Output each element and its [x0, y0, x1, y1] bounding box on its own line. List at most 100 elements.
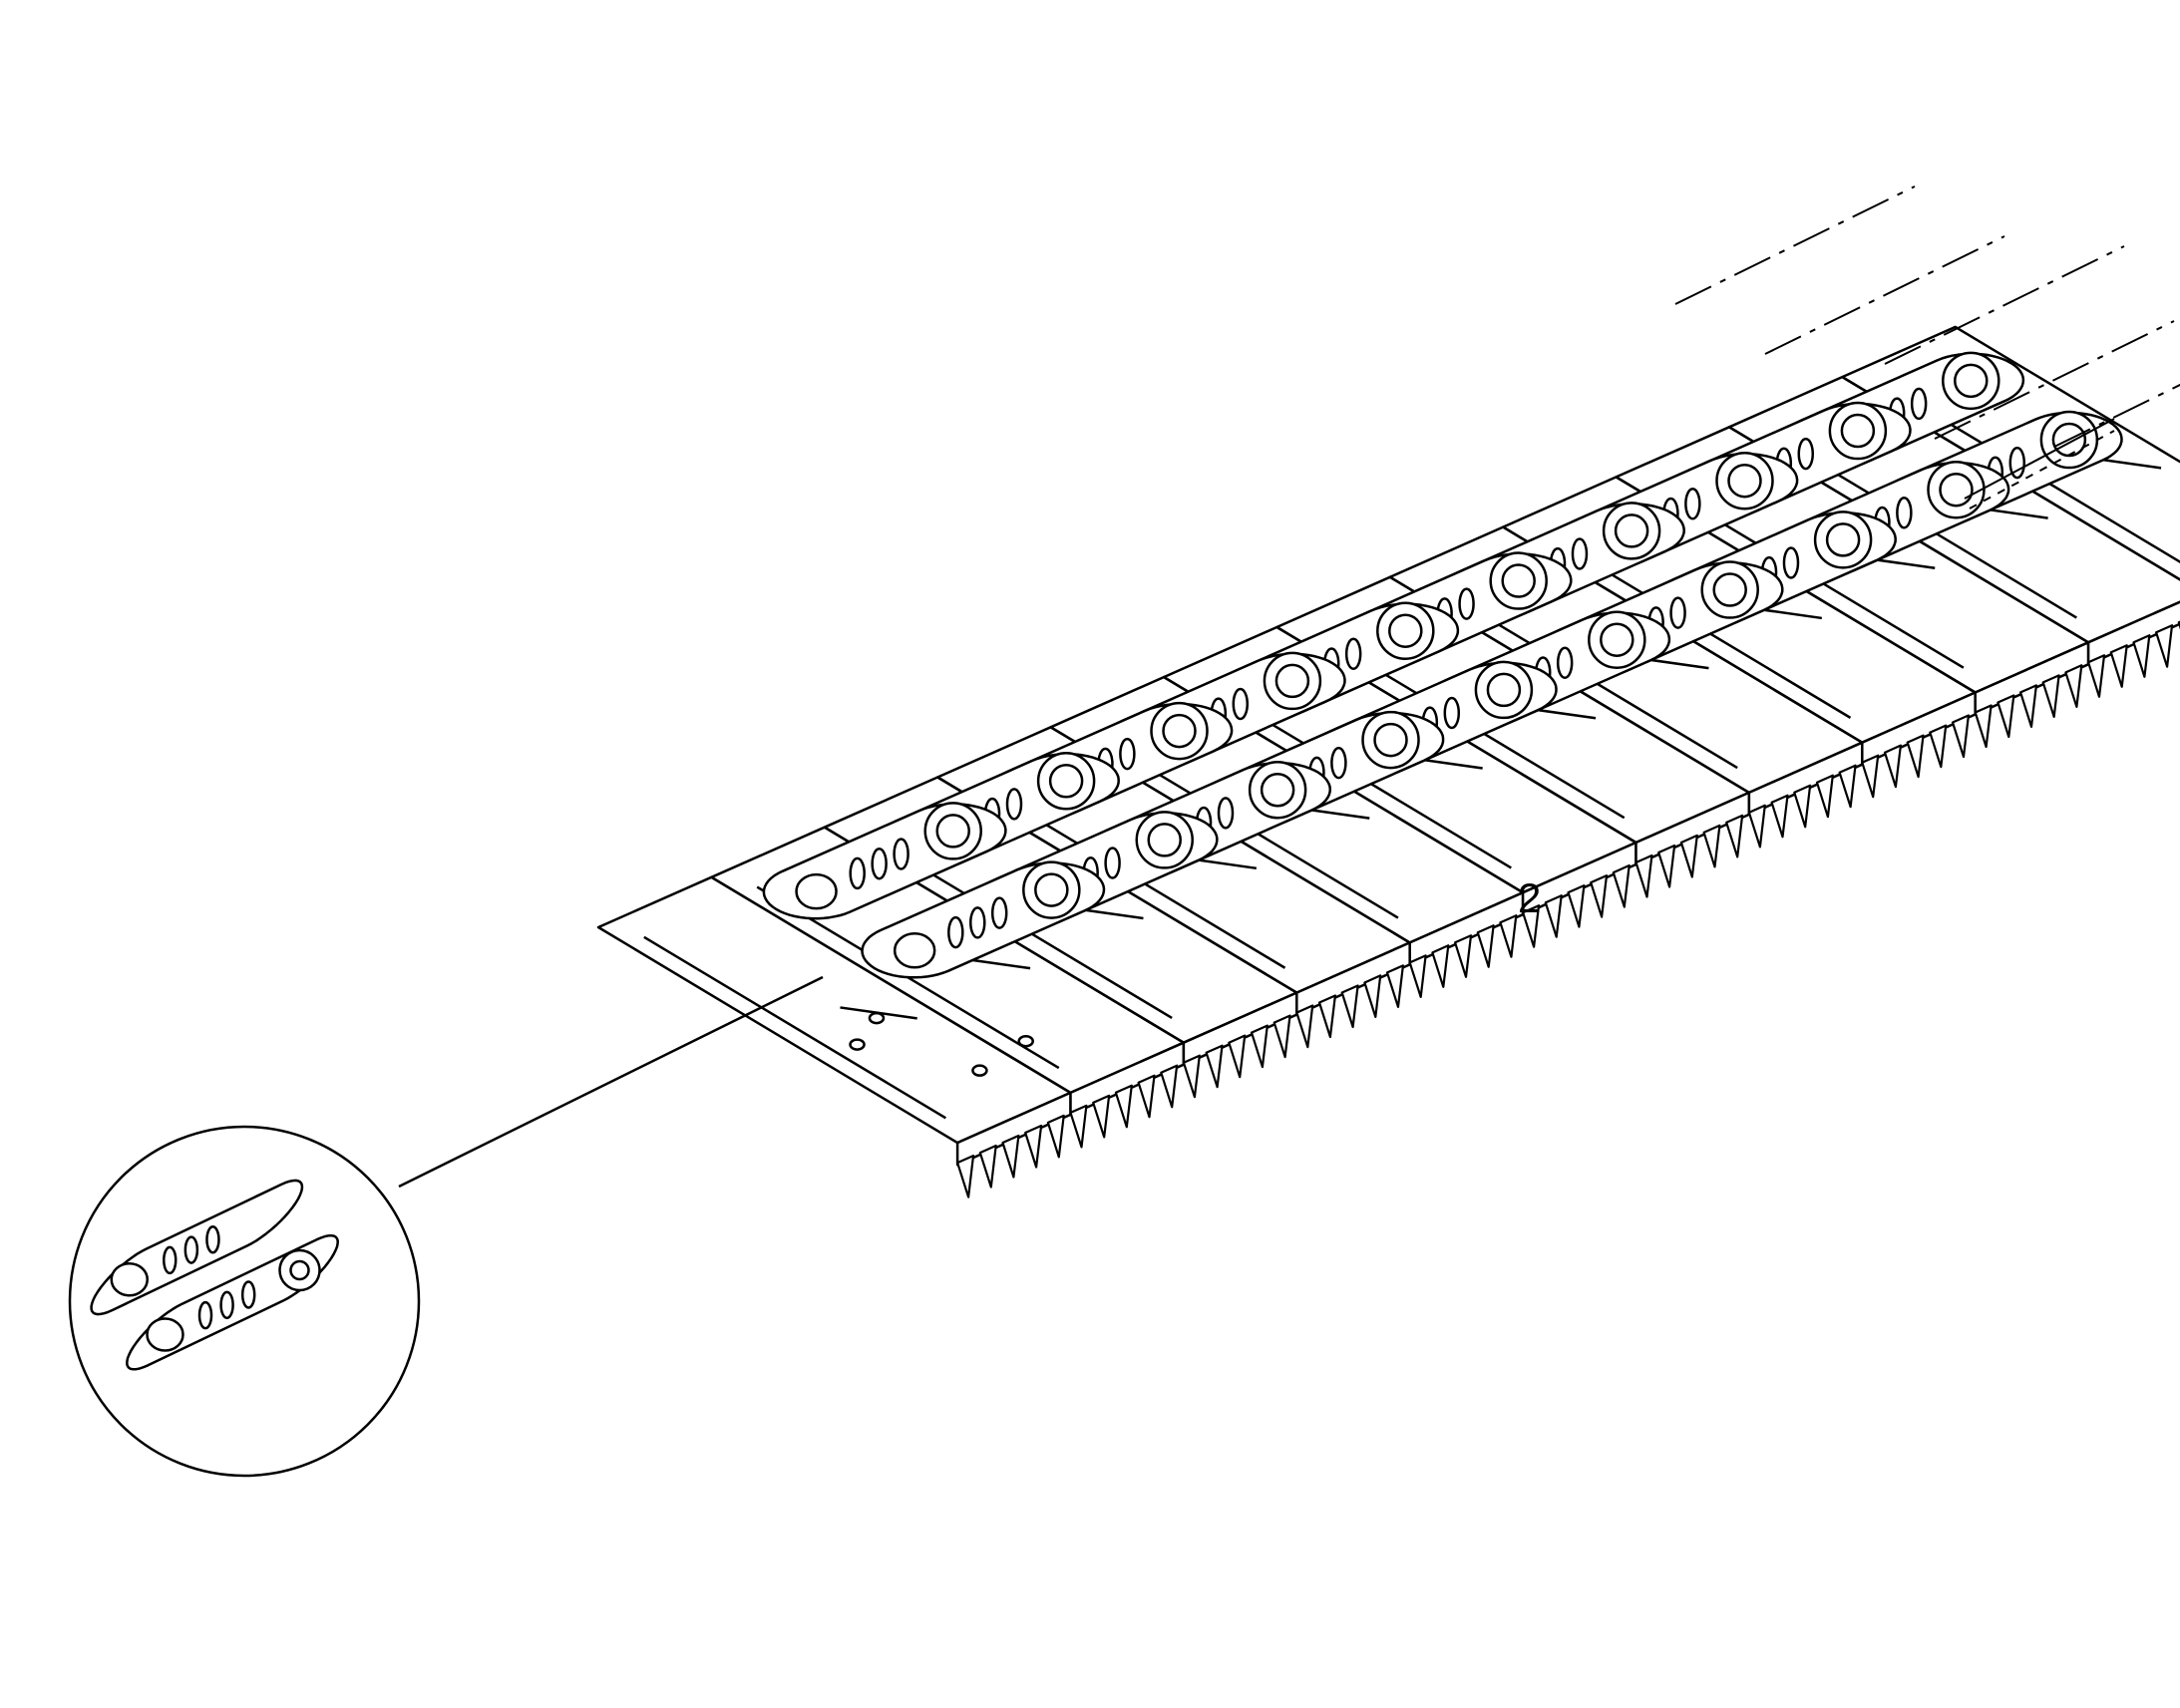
bolt-hole	[971, 1064, 988, 1077]
grouser-tooth	[2155, 624, 2174, 668]
grouser-tooth	[2087, 654, 2106, 698]
grouser-tooth	[1929, 724, 1948, 769]
link-window	[1684, 488, 1701, 520]
grouser-tooth	[2041, 674, 2060, 719]
link-window	[2008, 446, 2026, 480]
shoe-edge-extension	[1964, 418, 2115, 500]
grouser-tooth	[1906, 734, 1925, 779]
grouser-tooth	[1635, 854, 1653, 898]
grouser-tooth	[1861, 754, 1880, 799]
grouser-tooth	[2109, 644, 2128, 688]
link-window	[1797, 437, 1815, 471]
detail-link-window	[183, 1235, 199, 1264]
detail-link-window	[197, 1300, 213, 1330]
link-bushing-eye	[795, 872, 838, 910]
grouser-tooth	[1340, 984, 1359, 1029]
chain-centerline	[2053, 383, 2180, 448]
centerline-group	[1674, 185, 2180, 510]
link-pin	[1048, 764, 1084, 799]
grouser-tooth	[1702, 824, 1721, 868]
chain-centerline	[1934, 320, 2175, 440]
grouser-tooth	[1567, 883, 1586, 928]
grouser-tooth	[1499, 914, 1518, 958]
link-window	[1104, 847, 1121, 879]
grouser-tooth	[955, 1154, 975, 1198]
grouser-tooth	[1770, 794, 1789, 839]
link-pin	[1840, 413, 1876, 449]
grouser-tooth	[1001, 1134, 1020, 1179]
link-window	[1782, 546, 1800, 579]
detail-link-window	[205, 1225, 220, 1254]
bolt-hole	[868, 1011, 886, 1025]
grouser-tooth	[1838, 764, 1857, 809]
link-window	[969, 906, 986, 939]
detail-leader-line	[398, 975, 824, 1189]
link-pin	[1501, 563, 1536, 598]
link-window	[1571, 537, 1589, 570]
link-pin	[1825, 522, 1861, 557]
grouser-tooth	[1431, 944, 1450, 988]
grouser-tooth	[1476, 924, 1495, 968]
grouser-tooth	[1295, 1004, 1314, 1049]
detail-link-window	[219, 1290, 234, 1320]
detail-bushing-eye	[110, 1262, 149, 1297]
link-pin	[1260, 773, 1295, 808]
link-window	[893, 838, 909, 870]
grouser-teeth-group	[955, 620, 2180, 1198]
link-window	[1005, 788, 1023, 821]
grouser-tooth	[1815, 774, 1834, 819]
grouser-tooth	[2018, 684, 2038, 729]
grouser-tooth	[1385, 964, 1405, 1009]
link-pin	[1600, 622, 1635, 657]
link-bushing-eye	[893, 932, 936, 969]
link-pin	[1147, 823, 1182, 857]
chain-centerline	[1764, 235, 2005, 355]
link-window	[1443, 696, 1461, 730]
link-pin	[1373, 722, 1408, 758]
grouser-tooth	[1272, 1014, 1291, 1059]
grouser-tooth	[1883, 744, 1903, 789]
link-pin	[1712, 572, 1747, 607]
link-pin	[1388, 613, 1423, 648]
grouser-tooth	[1114, 1084, 1133, 1129]
link-window	[1458, 587, 1475, 620]
grouser-tooth	[1951, 714, 1971, 759]
link-pin	[1034, 872, 1069, 907]
link-window	[1896, 497, 1913, 529]
link-window	[1119, 737, 1136, 771]
grouser-tooth	[1069, 1104, 1088, 1149]
link-pin	[1486, 672, 1522, 708]
link-window	[1556, 646, 1574, 680]
detail-link-window	[163, 1245, 178, 1275]
chain-centerline	[1674, 185, 1916, 305]
grouser-tooth	[1747, 804, 1766, 849]
grouser-tooth	[1137, 1074, 1156, 1119]
bolt-hole	[849, 1038, 866, 1051]
detail-pin	[289, 1259, 310, 1281]
grouser-tooth	[1521, 904, 1541, 948]
grouser-tooth	[1317, 994, 1337, 1039]
link-window	[1232, 687, 1250, 721]
grouser-tooth	[2064, 664, 2083, 709]
grouser-tooth	[1205, 1044, 1224, 1089]
link-window	[1910, 387, 1928, 421]
link-window	[1344, 637, 1362, 671]
grouser-tooth	[1363, 974, 1382, 1019]
link-pin	[1274, 663, 1310, 699]
detail-bushing-eye	[146, 1317, 184, 1352]
callout-number: 2	[1518, 874, 1542, 921]
grouser-tooth	[1590, 873, 1609, 918]
grouser-tooth	[1974, 704, 1993, 749]
bolt-hole	[1017, 1034, 1034, 1048]
grouser-tooth	[1046, 1114, 1065, 1159]
grouser-tooth	[1408, 954, 1427, 999]
grouser-tooth	[1657, 844, 1676, 888]
link-window	[849, 856, 866, 890]
grouser-tooth	[1544, 894, 1563, 938]
grouser-tooth	[1250, 1024, 1269, 1069]
link-pin	[1727, 463, 1762, 499]
link-window	[947, 915, 964, 949]
link-window	[990, 896, 1008, 929]
link-pin	[935, 814, 970, 849]
